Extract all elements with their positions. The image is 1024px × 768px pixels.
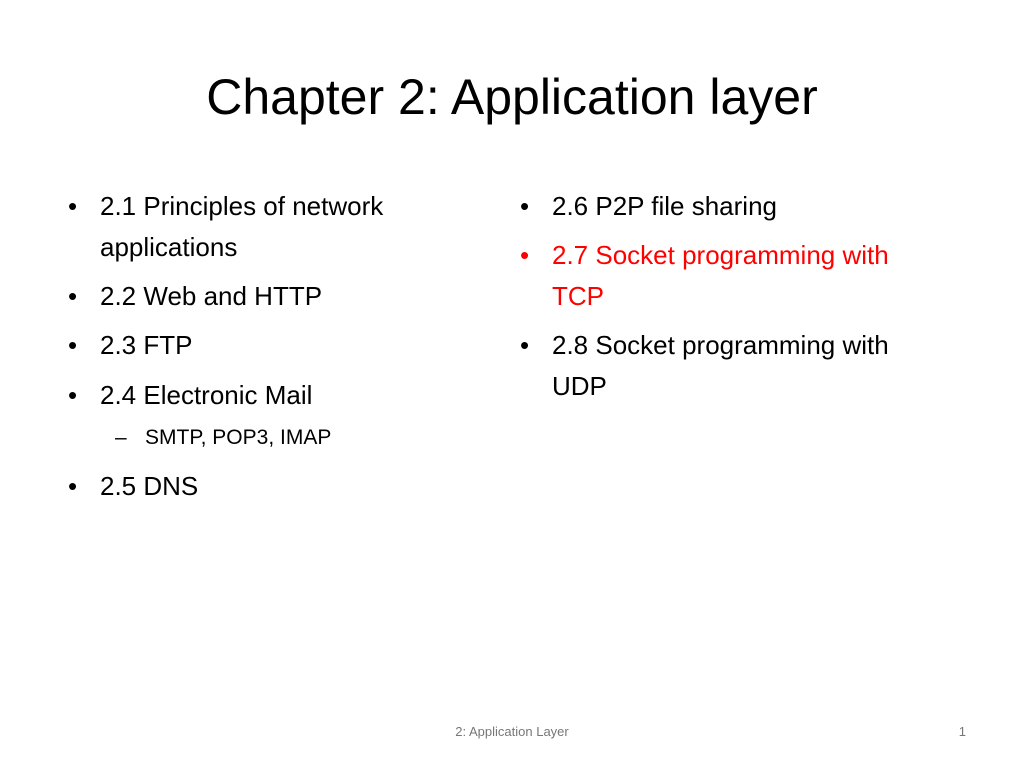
sub-list-item: –SMTP, POP3, IMAP bbox=[115, 423, 331, 453]
bullet-icon: • bbox=[520, 240, 530, 270]
bullet-icon: • bbox=[520, 191, 530, 221]
list-item: •2.2 Web and HTTP bbox=[68, 276, 470, 317]
list-item-highlighted: •2.7 Socket programming with TCP bbox=[520, 235, 912, 317]
list-item: •2.6 P2P file sharing bbox=[520, 186, 912, 227]
footer-text: 2: Application Layer bbox=[455, 724, 569, 739]
bullet-icon: • bbox=[68, 380, 78, 410]
list-item: •2.8 Socket programming with UDP bbox=[520, 325, 912, 407]
list-item: •2.4 Electronic Mail bbox=[68, 375, 470, 416]
bullet-icon: • bbox=[68, 191, 78, 221]
dash-icon: – bbox=[115, 426, 127, 449]
list-item: •2.5 DNS bbox=[68, 466, 470, 507]
page-number: 1 bbox=[958, 724, 966, 739]
bullet-icon: • bbox=[68, 471, 78, 501]
slide-title: Chapter 2: Application layer bbox=[206, 69, 818, 125]
list-item: •2.3 FTP bbox=[68, 325, 470, 366]
list-item: •2.1 Principles of network applications bbox=[68, 186, 470, 268]
bullet-icon: • bbox=[68, 281, 78, 311]
bullet-icon: • bbox=[68, 330, 78, 360]
bullet-icon: • bbox=[520, 330, 530, 360]
